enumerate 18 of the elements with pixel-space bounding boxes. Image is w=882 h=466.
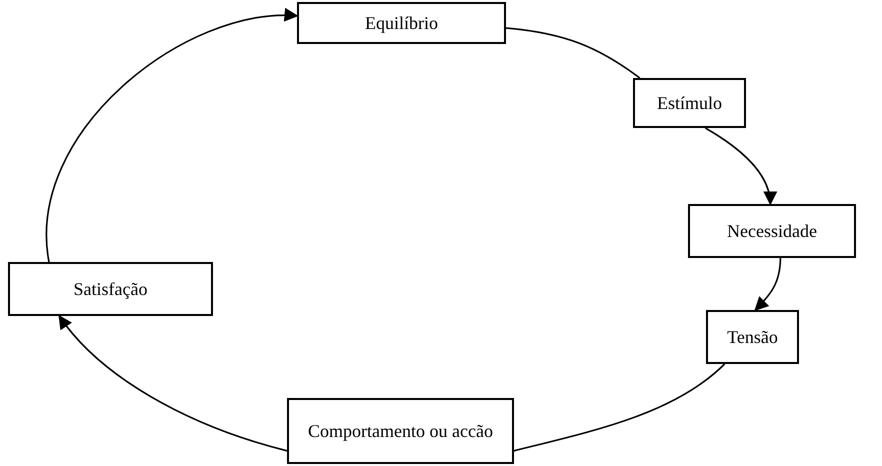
process-box (688, 204, 856, 258)
process-box (706, 310, 799, 364)
arrow (754, 258, 782, 311)
box-label: Necessidade (726, 220, 818, 243)
box-label: Tensão (726, 326, 779, 349)
process-box (297, 2, 506, 44)
process-box (287, 398, 514, 464)
arrow (704, 127, 776, 206)
connector-line (506, 27, 640, 79)
process-box (8, 262, 213, 316)
connector-line (514, 363, 726, 452)
arrow (46, 8, 298, 262)
box-label: Equilíbrio (364, 12, 439, 35)
box-label: Satisfação (72, 278, 148, 301)
arrow (58, 314, 288, 452)
process-box (633, 78, 746, 128)
box-label: Estímulo (656, 92, 723, 115)
box-label: Comportamento ou accão (307, 420, 494, 443)
